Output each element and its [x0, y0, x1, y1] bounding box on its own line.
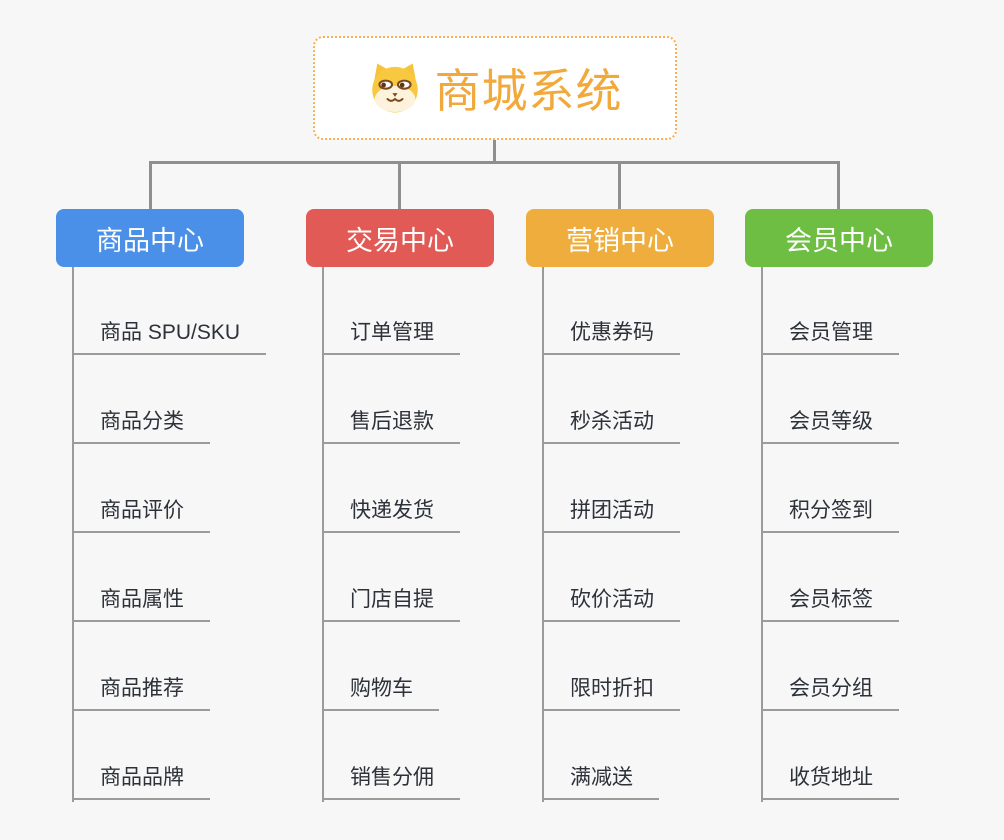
mindmap-leaf-node[interactable]: 商品属性	[72, 586, 210, 622]
mindmap-leaf-node[interactable]: 商品评价	[72, 497, 210, 533]
mindmap-leaf-node[interactable]: 购物车	[322, 675, 439, 711]
connector-drop-marketing	[618, 161, 621, 209]
branch-box-trade-center[interactable]: 交易中心	[306, 209, 494, 267]
mindmap-leaf-node[interactable]: 商品品牌	[72, 764, 210, 800]
connector-spine-marketing	[542, 267, 544, 802]
connector-drop-trade	[398, 161, 401, 209]
mindmap-leaf-node[interactable]: 优惠券码	[542, 319, 680, 355]
mindmap-leaf-node[interactable]: 订单管理	[322, 319, 460, 355]
connector-drop-product	[149, 161, 152, 209]
connector-spine-trade	[322, 267, 324, 802]
mindmap-leaf-node[interactable]: 销售分佣	[322, 764, 460, 800]
mindmap-leaf-node[interactable]: 会员管理	[761, 319, 899, 355]
mindmap-leaf-node[interactable]: 砍价活动	[542, 586, 680, 622]
root-node[interactable]: 商城系统	[313, 36, 677, 140]
root-title: 商城系统	[434, 65, 623, 117]
connector-root-drop	[493, 140, 496, 163]
mindmap-leaf-node[interactable]: 快递发货	[322, 497, 460, 533]
branch-label: 会员中心	[785, 225, 893, 256]
branch-box-marketing-center[interactable]: 营销中心	[526, 209, 714, 267]
mindmap-leaf-node[interactable]: 商品分类	[72, 408, 210, 444]
mindmap-leaf-node[interactable]: 门店自提	[322, 586, 460, 622]
mindmap-leaf-node[interactable]: 拼团活动	[542, 497, 680, 533]
branch-box-product-center[interactable]: 商品中心	[56, 209, 244, 267]
branch-box-member-center[interactable]: 会员中心	[745, 209, 933, 267]
shiba-dog-icon	[371, 63, 418, 113]
mindmap-leaf-node[interactable]: 积分签到	[761, 497, 899, 533]
connector-spine-member	[761, 267, 763, 802]
connector-horizontal-bus	[149, 161, 840, 164]
branch-label: 交易中心	[346, 225, 454, 256]
mindmap-leaf-node[interactable]: 满减送	[542, 764, 659, 800]
connector-spine-product	[72, 267, 74, 802]
mindmap-leaf-node[interactable]: 会员标签	[761, 586, 899, 622]
mindmap-leaf-node[interactable]: 会员分组	[761, 675, 899, 711]
mindmap-leaf-node[interactable]: 售后退款	[322, 408, 460, 444]
mindmap-leaf-node[interactable]: 商品 SPU/SKU	[72, 319, 267, 355]
branch-label: 商品中心	[96, 225, 204, 256]
connector-drop-member	[837, 161, 840, 209]
mindmap-leaf-node[interactable]: 限时折扣	[542, 675, 680, 711]
mindmap-leaf-node[interactable]: 收货地址	[761, 764, 899, 800]
mindmap-leaf-node[interactable]: 秒杀活动	[542, 408, 680, 444]
mindmap-leaf-node[interactable]: 会员等级	[761, 408, 899, 444]
branch-label: 营销中心	[566, 225, 674, 256]
mindmap-leaf-node[interactable]: 商品推荐	[72, 675, 210, 711]
